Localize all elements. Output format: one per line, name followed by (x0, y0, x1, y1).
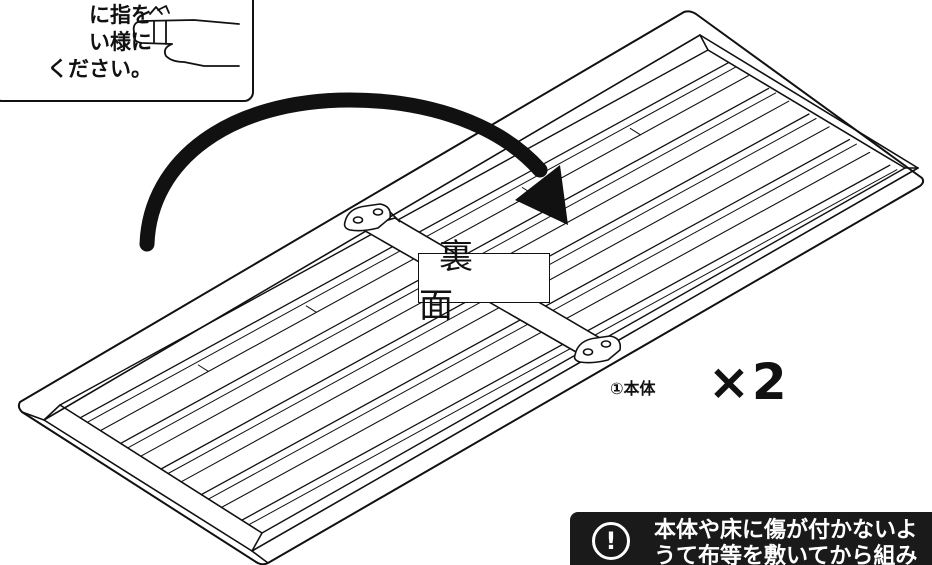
caution-line: い様に (89, 30, 152, 54)
warning-line: 本体や床に傷が付かないよ (654, 518, 918, 543)
warning-text: 本体や床に傷が付かないよ うて布等を敷いてから組み (654, 518, 918, 565)
caution-line: に指を (89, 3, 152, 27)
floor-protection-warning: ! 本体や床に傷が付かないよ うて布等を敷いてから組み (570, 512, 932, 565)
part-label: ①本体 (610, 379, 656, 398)
slat-tie (305, 305, 317, 313)
finger-caution-note: に指を い様に ください。 (0, 0, 254, 102)
slat-tie (197, 364, 209, 372)
caution-line: ください。 (47, 57, 152, 81)
slat-tie (629, 127, 641, 136)
taped-finger-icon (132, 5, 240, 67)
exclamation-circle-icon: ! (592, 522, 630, 560)
back-side-label: 裏 面 (418, 237, 550, 326)
warning-line: うて布等を敷いてから組み (654, 544, 918, 565)
turn-over-arrow (139, 92, 568, 252)
corner-bracket-bottom (573, 335, 622, 364)
finger-caution-text: に指を い様に ください。 (2, 2, 152, 83)
quantity-label: ×2 (708, 353, 789, 411)
corner-bracket-top (343, 203, 392, 232)
